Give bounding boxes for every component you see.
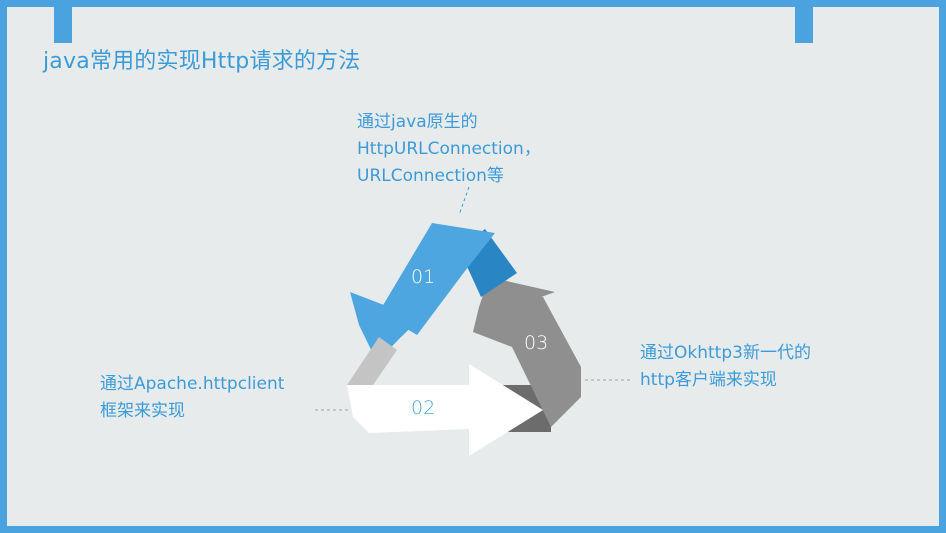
step-01-line-2: HttpURLConnection， <box>357 139 541 159</box>
connector-line-01 <box>458 186 470 216</box>
recycle-cycle-diagram: 01 02 03 <box>315 186 633 456</box>
arrow-01 <box>350 223 517 362</box>
step-number-03: 03 <box>524 332 548 354</box>
step-03-line-2: http客户端来实现 <box>640 370 777 390</box>
step-03-line-1: 通过Okhttp3新一代的 <box>640 343 811 363</box>
arrow-02 <box>347 337 543 456</box>
step-02-line-1: 通过Apache.httpclient <box>100 374 285 394</box>
frame-tab-right <box>795 7 813 43</box>
slide: java常用的实现Http请求的方法 01 02 03 通 <box>7 7 939 526</box>
arrow-01-head <box>350 292 427 362</box>
step-03-caption: 通过Okhttp3新一代的 http客户端来实现 <box>640 340 811 394</box>
arrow-01-body <box>379 223 495 335</box>
step-01-line-1: 通过java原生的 <box>357 112 478 132</box>
arrow-03-head <box>473 277 555 347</box>
frame-tab-left <box>54 7 72 43</box>
arrow-02-head <box>469 364 543 456</box>
page-title: java常用的实现Http请求的方法 <box>43 49 361 74</box>
arrow-02-fold <box>347 337 397 385</box>
arrow-02-body <box>347 385 469 433</box>
step-02-line-2: 框架来实现 <box>100 401 185 421</box>
step-number-01: 01 <box>411 266 435 288</box>
arrow-03-body <box>507 297 581 427</box>
step-number-02: 02 <box>411 397 435 419</box>
step-01-line-3: URLConnection等 <box>357 166 504 186</box>
step-01-caption: 通过java原生的 HttpURLConnection， URLConnecti… <box>357 109 541 190</box>
step-02-caption: 通过Apache.httpclient 框架来实现 <box>100 371 284 425</box>
